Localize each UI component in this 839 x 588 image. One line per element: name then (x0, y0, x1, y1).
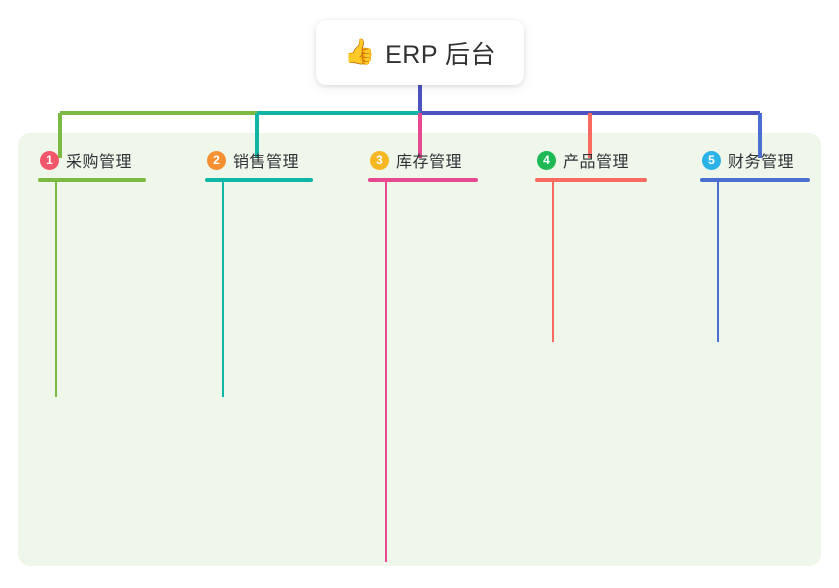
column-badge-5: 5 (702, 150, 721, 170)
column-title-5: 财务管理 (728, 154, 795, 171)
diagram-panel (18, 133, 821, 566)
column-rule-4 (535, 178, 647, 182)
column-header-5[interactable]: 5 财务管理 (700, 148, 810, 172)
column-header-3[interactable]: 3 库存管理 (368, 148, 478, 172)
column-header-2[interactable]: 2 销售管理 (205, 148, 313, 172)
column-4: 4 产品管理 (535, 148, 647, 182)
column-2: 2 销售管理 (205, 148, 313, 182)
column-rule-2 (205, 178, 313, 182)
column-title-3: 库存管理 (396, 154, 463, 171)
column-3: 3 库存管理 (368, 148, 478, 182)
column-5: 5 财务管理 (700, 148, 810, 182)
column-badge-4: 4 (537, 150, 556, 170)
root-node[interactable]: 👍 ERP 后台 (316, 20, 524, 85)
column-title-4: 产品管理 (563, 154, 630, 171)
thumbs-up-icon: 👍 (343, 38, 376, 66)
column-1: 1 采购管理 (38, 148, 146, 182)
column-badge-2: 2 (207, 150, 226, 170)
column-rule-5 (700, 178, 810, 182)
root-title: ERP 后台 (385, 40, 497, 69)
column-header-4[interactable]: 4 产品管理 (535, 148, 647, 172)
column-badge-1: 1 (40, 150, 59, 170)
column-badge-3: 3 (370, 150, 389, 170)
column-rule-3 (368, 178, 478, 182)
column-rule-1 (38, 178, 146, 182)
column-title-1: 采购管理 (66, 154, 133, 171)
column-title-2: 销售管理 (233, 154, 300, 171)
column-header-1[interactable]: 1 采购管理 (38, 148, 146, 172)
